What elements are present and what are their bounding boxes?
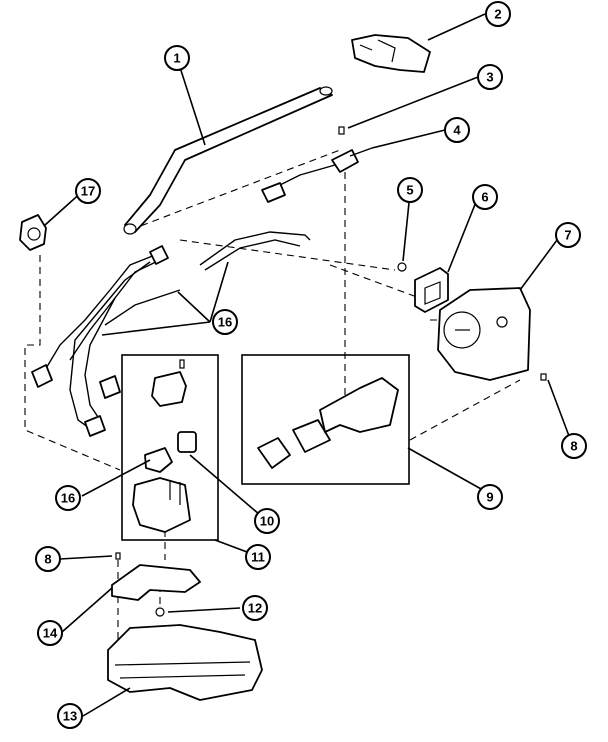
callout-8-left: 8 <box>35 546 61 572</box>
callout-9-label: 9 <box>486 490 493 505</box>
callout-4-label: 4 <box>453 123 461 138</box>
callout-1: 1 <box>164 45 190 71</box>
callout-8-left-label: 8 <box>44 552 51 567</box>
lid-switch-box <box>241 354 410 485</box>
callout-3-label: 3 <box>486 70 493 85</box>
part-clip <box>19 214 47 251</box>
callout-5-label: 5 <box>406 183 413 198</box>
part-tube <box>123 86 333 235</box>
callout-14-label: 14 <box>43 626 58 641</box>
callout-16-top: 16 <box>212 309 238 335</box>
callout-10: 10 <box>254 508 280 534</box>
callout-6-label: 6 <box>481 190 488 205</box>
callout-7-label: 7 <box>564 228 571 243</box>
part-base <box>107 624 263 701</box>
part-lid-switch <box>257 377 399 469</box>
callout-14: 14 <box>37 620 63 646</box>
callout-12-label: 12 <box>248 601 262 616</box>
dashed-assembly-lines <box>24 149 521 650</box>
callout-13-label: 13 <box>63 709 77 724</box>
callout-3: 3 <box>477 64 503 90</box>
leader-lines <box>44 13 573 717</box>
part-round-plate <box>437 287 531 381</box>
callout-12: 12 <box>242 595 268 621</box>
callout-17: 17 <box>75 178 101 204</box>
callout-8-right-label: 8 <box>570 439 577 454</box>
callout-5: 5 <box>397 177 423 203</box>
callout-10-label: 10 <box>260 514 274 529</box>
part-valve <box>132 359 197 533</box>
part-switch-bracket <box>397 262 449 313</box>
callout-6: 6 <box>472 184 498 210</box>
callout-16-bottom-label: 16 <box>61 491 75 506</box>
callout-11-label: 11 <box>251 550 265 565</box>
callout-4: 4 <box>444 117 470 143</box>
valve-assembly-box <box>121 354 219 541</box>
callout-9: 9 <box>477 484 503 510</box>
callout-8-right: 8 <box>561 433 587 459</box>
part-screw <box>540 373 547 381</box>
callout-2: 2 <box>485 1 511 27</box>
callout-7: 7 <box>555 222 581 248</box>
part-mounting-plate <box>111 552 201 617</box>
part-connector <box>261 126 373 203</box>
callout-2-label: 2 <box>494 7 501 22</box>
callout-17-label: 17 <box>81 184 95 199</box>
callout-16-bottom: 16 <box>55 485 81 511</box>
callout-16-top-label: 16 <box>218 315 232 330</box>
callout-1-label: 1 <box>173 51 180 66</box>
part-wire-harness <box>31 231 311 437</box>
callout-13: 13 <box>57 703 83 729</box>
part-bracket <box>351 34 431 73</box>
callout-11: 11 <box>245 544 271 570</box>
